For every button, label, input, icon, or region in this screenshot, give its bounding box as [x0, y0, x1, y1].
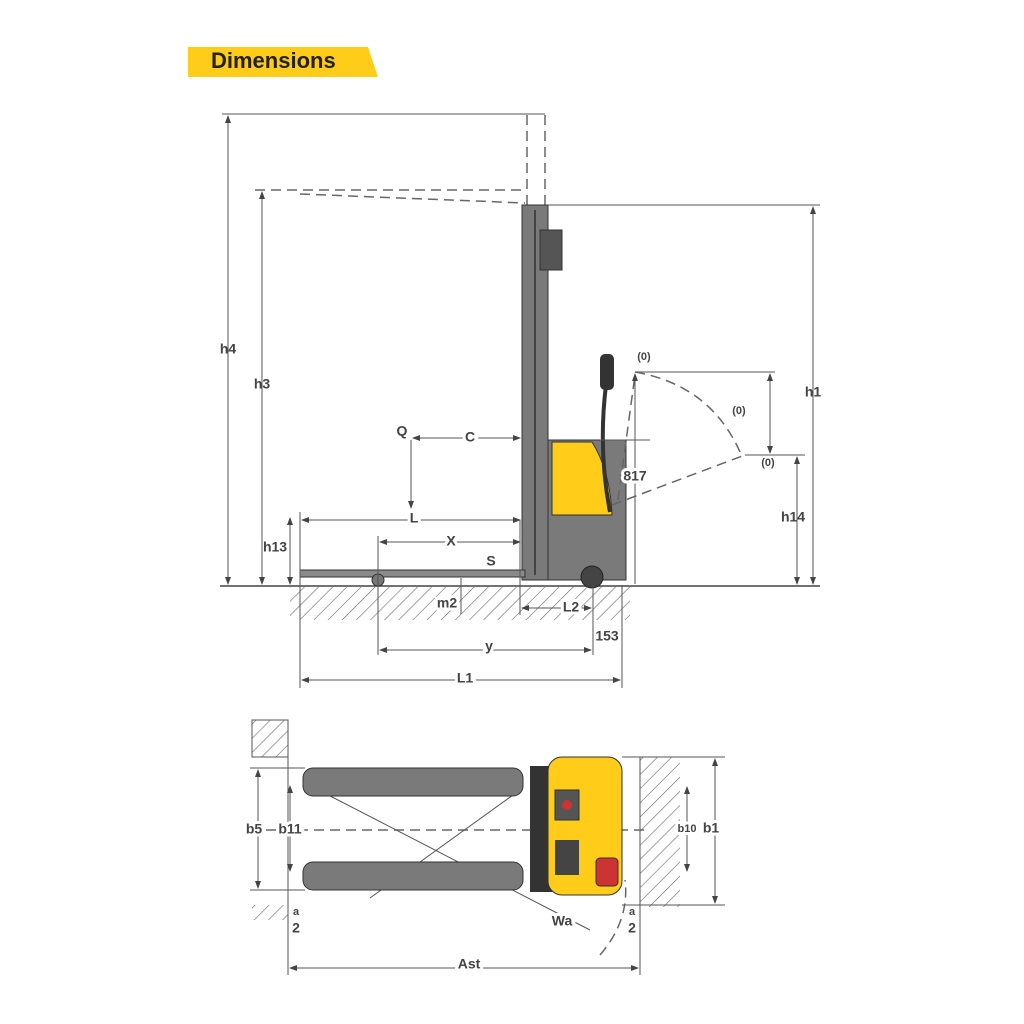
wall-hatch [251, 719, 289, 758]
label-h4: h4 [220, 341, 237, 357]
label-l2: L2 [563, 599, 580, 615]
label-b10: b10 [678, 823, 697, 835]
label-zero-low: (0) [761, 457, 775, 469]
mast [521, 204, 563, 581]
fork-right [302, 861, 524, 891]
label-h14: h14 [781, 509, 805, 525]
label-817: 817 [623, 468, 647, 484]
label-c: C [465, 429, 475, 445]
label-x: X [446, 533, 456, 549]
title-banner: Dimensions [188, 47, 378, 77]
label-zero-mid: (0) [732, 405, 746, 417]
fork [299, 569, 526, 578]
label-ast: Ast [458, 956, 481, 972]
label-l: L [410, 510, 419, 526]
label-153: 153 [595, 628, 619, 644]
drive-wheel [580, 565, 604, 589]
wall-hatch [640, 757, 680, 907]
label-y: y [485, 638, 493, 654]
label-m2: m2 [437, 595, 457, 611]
label-b11: b11 [278, 821, 302, 837]
label-b1: b1 [703, 820, 720, 836]
truck-body [547, 439, 627, 589]
fork-left [302, 767, 524, 797]
label-a-left: a [293, 906, 300, 918]
label-wa: Wa [552, 913, 573, 929]
label-a-right: a [629, 906, 636, 918]
label-zero-top: (0) [637, 351, 651, 363]
label-2-left: 2 [292, 920, 300, 936]
tiller-head [595, 857, 619, 887]
label-b5: b5 [246, 821, 263, 837]
label-h3: h3 [254, 376, 271, 392]
label-h13: h13 [263, 539, 287, 555]
wall-hatch [252, 905, 288, 920]
label-2-right: 2 [628, 920, 636, 936]
title: Dimensions [211, 48, 336, 73]
tiller [600, 354, 746, 513]
ground-hatch [290, 587, 630, 620]
top-view: b5 b11 b10 b1 a 2 a 2 Wa Ast [243, 719, 725, 975]
label-q: Q [397, 423, 408, 439]
extended-mast-outline [222, 113, 546, 205]
label-h1: h1 [805, 384, 822, 400]
side-view: h4 h3 h1 h14 h13 Q C L X S m2 L2 153 y L… [220, 113, 822, 689]
label-l1: L1 [457, 670, 474, 686]
label-s: S [486, 553, 495, 569]
